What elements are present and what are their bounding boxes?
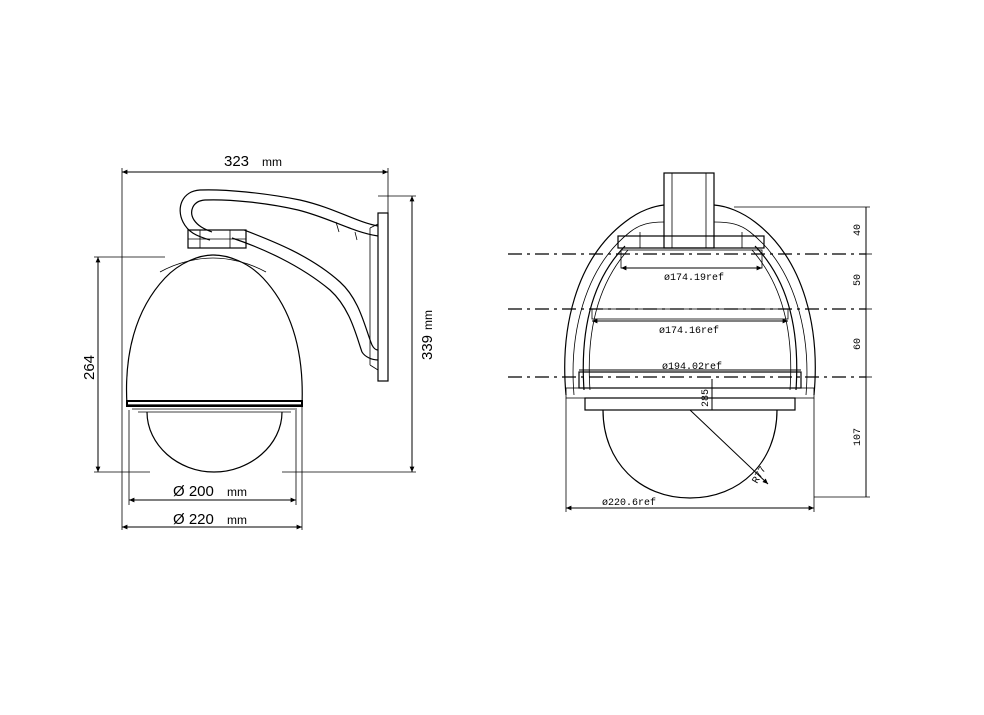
base-ring — [578, 371, 802, 389]
width-unit: mm — [262, 155, 282, 169]
inner-dim-label: 285 — [701, 389, 712, 407]
total-height-unit: mm — [421, 310, 435, 330]
ref-194-02: ø194.02ref — [662, 361, 722, 373]
width-value: 323 — [224, 153, 249, 170]
dome-diameter-value: Ø 200 — [173, 483, 214, 500]
trim-ring-section — [565, 387, 815, 399]
inner-plate-2 — [591, 308, 789, 320]
housing-body — [125, 254, 303, 406]
mount-bracket — [179, 189, 379, 361]
ref-174-16: ø174.16ref — [659, 325, 719, 337]
seg-50: 50 — [853, 274, 864, 286]
mount-pipe — [663, 172, 715, 249]
ref-174-19: ø174.19ref — [664, 272, 724, 284]
ref-220-6: ø220.6ref — [602, 497, 656, 509]
body-height-value: 264 — [81, 355, 98, 380]
dome-section — [602, 409, 778, 499]
inner-plate-1 — [620, 249, 763, 269]
total-height-value: 339 — [419, 335, 436, 360]
section-view: R77 285 ø174.19ref ø174.16ref ø194.02ref… — [508, 172, 872, 512]
housing-diameter-value: Ø 220 — [173, 511, 214, 528]
seg-40: 40 — [853, 224, 864, 236]
dome — [146, 411, 283, 473]
seg-60: 60 — [853, 338, 864, 350]
outer-shell-right — [713, 204, 816, 396]
wall-plate — [377, 212, 389, 382]
side-view: 323 mm 339 mm 264 Ø 200 mm Ø 220 mm — [81, 153, 436, 530]
trim-ring — [126, 400, 303, 407]
outer-shell-left — [564, 204, 665, 396]
top-plate — [617, 235, 765, 249]
seg-107: 107 — [853, 428, 864, 446]
dome-flange — [584, 397, 796, 411]
dome-diameter-unit: mm — [227, 485, 247, 499]
housing-diameter-unit: mm — [227, 513, 247, 527]
